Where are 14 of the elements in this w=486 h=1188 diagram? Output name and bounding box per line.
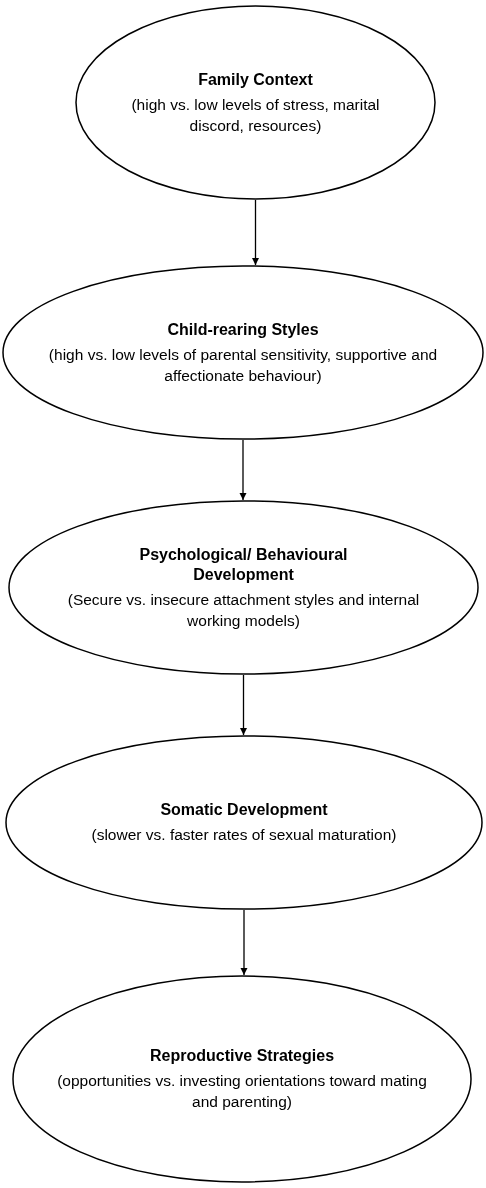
arrow [239,439,247,501]
node-heading: Reproductive Strategies [148,1046,336,1066]
node-description: (high vs. low levels of stress, marital discord, resources) [130,94,381,136]
arrow [252,199,259,266]
node-heading: Family Context [197,69,314,90]
node-description: (slower vs. faster rates of sexual maturation) [90,825,398,845]
arrow [240,909,248,976]
node-description: (Secure vs. insecure attachment styles and internal working models) [66,589,421,631]
node-heading: Psychological/ Behavioural Development [138,544,349,585]
node-heading: Somatic Development [159,800,329,820]
node-description: (opportunities vs. investing orientations toward mating and parenting) [56,1071,428,1112]
node-heading: Child-rearing Styles [166,319,320,340]
node-description: (high vs. low levels of parental sensitivity, supportive and affectionate behaviour) [47,344,439,386]
arrow [240,674,247,736]
